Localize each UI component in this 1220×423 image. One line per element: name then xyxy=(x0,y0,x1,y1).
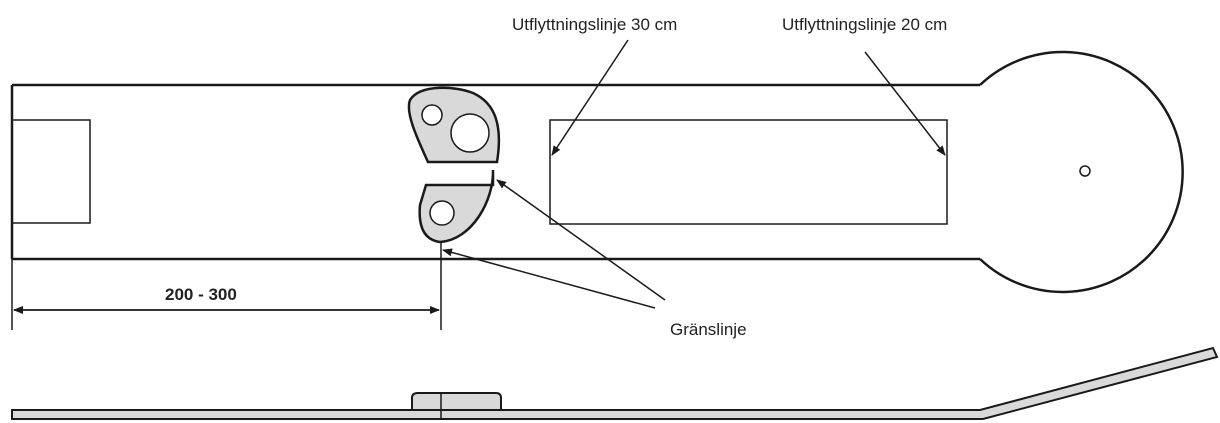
heel-plate xyxy=(11,119,91,224)
label-relocation-20cm: Utflyttningslinje 20 cm xyxy=(782,15,947,34)
arrow-boundary-upper xyxy=(496,179,666,301)
label-relocation-30cm: Utflyttningslinje 30 cm xyxy=(512,15,677,34)
arrow-20cm xyxy=(864,51,946,156)
binding-hole-large xyxy=(450,113,490,153)
arrow-30cm xyxy=(551,39,629,156)
side-view xyxy=(11,346,1219,420)
label-distance: 200 - 300 xyxy=(165,285,237,304)
annotation-arrows xyxy=(442,39,946,309)
binding-hole-lower xyxy=(429,200,455,226)
ski-outline xyxy=(10,83,980,261)
binding-side-block xyxy=(411,392,502,411)
arrow-boundary-lower xyxy=(442,248,656,309)
binding-lower xyxy=(418,169,495,244)
label-boundary: Gränslinje xyxy=(670,320,747,339)
ski-tip-circle xyxy=(979,50,1184,294)
relocation-rectangle xyxy=(549,119,948,225)
dimension xyxy=(11,243,442,330)
tip-center-hole xyxy=(1079,165,1091,177)
binding-hole-small xyxy=(421,104,443,126)
top-view xyxy=(10,50,1184,294)
ski-side-profile xyxy=(11,346,1219,420)
